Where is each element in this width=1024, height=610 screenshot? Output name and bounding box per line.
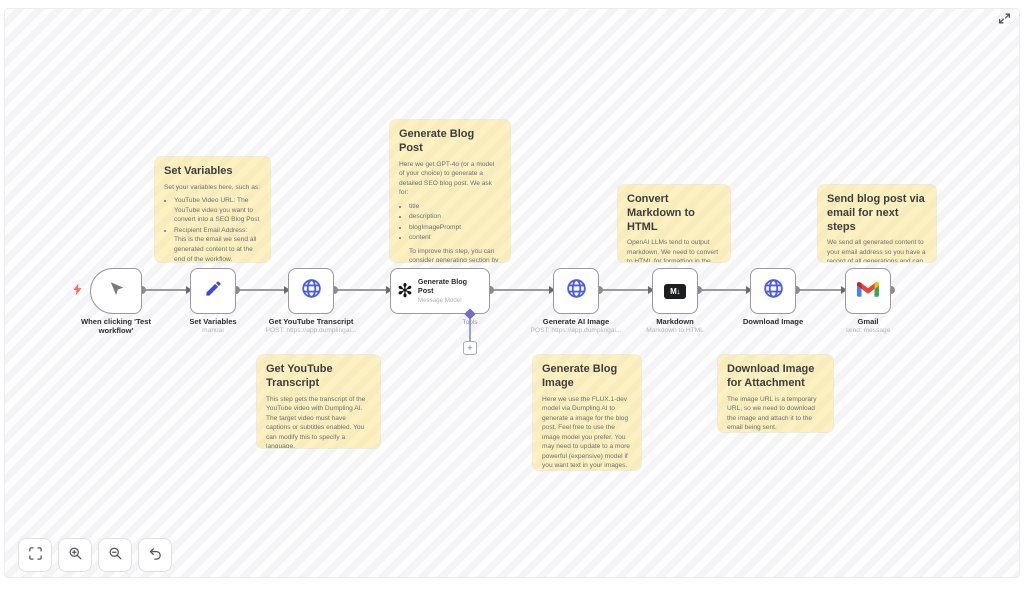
input-connector xyxy=(386,285,392,294)
output-connector[interactable] xyxy=(694,286,702,294)
note-bullet: Recipient Email Address: This is the ema… xyxy=(174,226,261,262)
sticky-note-set-variables[interactable]: Set Variables Set your variables here, s… xyxy=(155,157,270,262)
output-connector[interactable] xyxy=(330,286,338,294)
note-text: Set your variables here, such as: xyxy=(164,183,261,191)
note-text: To improve this step, you can consider g… xyxy=(409,247,499,262)
node-label-download-image: Download Image xyxy=(742,317,804,326)
note-text: OpenAI LLMs tend to output markdown. We … xyxy=(627,239,719,262)
sticky-note-send-email[interactable]: Send blog post via email for next steps … xyxy=(818,185,936,262)
node-generate-blog-post[interactable]: ✻ Generate Blog Post Message Model xyxy=(390,268,490,314)
note-bullet: blogImagePrompt xyxy=(409,223,501,233)
sticky-note-convert-markdown[interactable]: Convert Markdown to HTML OpenAI LLMs ten… xyxy=(618,185,730,262)
fit-view-icon xyxy=(28,546,43,564)
note-title: Download Image for Attachment xyxy=(727,363,815,389)
output-connector[interactable] xyxy=(792,286,800,294)
canvas-toolbar xyxy=(18,538,172,572)
note-text: The image URL is a temporary URL, so we … xyxy=(727,395,817,432)
markdown-icon: M↓ xyxy=(664,283,686,299)
input-connector xyxy=(841,285,847,294)
note-bullet: YouTube Video URL: The YouTube video you… xyxy=(174,196,261,225)
output-connector[interactable] xyxy=(887,286,895,294)
node-label-generate-ai-image: Generate AI Image POST: https://app.dump… xyxy=(530,317,622,335)
note-title: Send blog post via email for next steps xyxy=(827,193,925,233)
undo-icon xyxy=(148,546,163,564)
note-title: Get YouTube Transcript xyxy=(266,363,333,389)
output-connector[interactable] xyxy=(232,286,240,294)
cursor-icon xyxy=(107,280,125,303)
connection-line xyxy=(334,289,390,291)
node-label-manual-trigger: When clicking 'Test workflow' xyxy=(80,317,152,336)
connection-line xyxy=(599,289,652,291)
pencil-icon xyxy=(204,279,223,303)
input-connector xyxy=(648,285,654,294)
note-bullet-list: title description blogImagePrompt conten… xyxy=(399,202,501,243)
node-label-set-variables: Set Variables manual xyxy=(189,317,237,335)
node-download-image[interactable] xyxy=(750,268,796,314)
connection-line xyxy=(142,289,190,291)
node-generate-ai-image[interactable] xyxy=(553,268,599,314)
node-markdown[interactable]: M↓ xyxy=(652,268,698,314)
connection-line xyxy=(236,289,288,291)
undo-button[interactable] xyxy=(138,538,172,572)
gmail-icon xyxy=(857,280,879,302)
node-get-youtube-transcript[interactable] xyxy=(288,268,334,314)
globe-icon xyxy=(763,278,784,304)
input-connector xyxy=(549,285,555,294)
input-connector xyxy=(186,285,192,294)
zoom-out-icon xyxy=(108,546,123,564)
trigger-bolt-icon xyxy=(72,283,83,301)
note-text: Here we use the FLUX.1-dev model via Dum… xyxy=(542,395,630,470)
note-title: Generate Blog Image xyxy=(542,363,618,389)
connection-line xyxy=(490,289,553,291)
sticky-note-get-transcript[interactable]: Get YouTube Transcript This step gets th… xyxy=(257,355,380,448)
node-inner-title: Generate Blog Post xyxy=(417,277,468,295)
expand-canvas-button[interactable] xyxy=(992,8,1016,32)
connection-line xyxy=(796,289,845,291)
note-text: We send all generated content to your em… xyxy=(827,239,926,262)
output-connector[interactable] xyxy=(486,286,494,294)
note-title: Convert Markdown to HTML xyxy=(627,193,695,233)
output-connector[interactable] xyxy=(138,286,146,294)
note-title: Generate Blog Post xyxy=(399,128,475,154)
node-label-gmail: Gmail send: message xyxy=(845,317,891,335)
input-connector xyxy=(284,285,290,294)
openai-icon: ✻ xyxy=(397,280,413,302)
node-label-markdown: Markdown Markdown to HTML xyxy=(646,317,704,335)
zoom-in-button[interactable] xyxy=(58,538,92,572)
output-connector[interactable] xyxy=(595,286,603,294)
note-bullet: content xyxy=(409,233,501,243)
zoom-out-button[interactable] xyxy=(98,538,132,572)
sticky-note-generate-blog-post[interactable]: Generate Blog Post Here we get GPT-4o (o… xyxy=(390,120,510,262)
globe-icon xyxy=(566,278,587,304)
globe-icon xyxy=(301,278,322,304)
note-bullet-list: YouTube Video URL: The YouTube video you… xyxy=(164,196,261,262)
note-text: This step gets the transcript of the You… xyxy=(266,395,366,449)
tools-connector-line xyxy=(469,313,471,342)
tools-connector-label: Tools xyxy=(462,319,478,326)
node-label-get-youtube-transcript: Get YouTube Transcript POST: https://app… xyxy=(265,317,357,335)
note-text: Here we get GPT-4o (or a model of your c… xyxy=(399,160,495,197)
note-title: Set Variables xyxy=(164,165,233,177)
note-bullet: description xyxy=(409,212,501,222)
note-bullet: title xyxy=(409,202,501,212)
node-set-variables[interactable] xyxy=(190,268,236,314)
node-manual-trigger[interactable] xyxy=(90,268,142,314)
connection-line xyxy=(698,289,750,291)
fit-view-button[interactable] xyxy=(18,538,52,572)
zoom-in-icon xyxy=(68,546,83,564)
node-inner-subtitle: Message Model xyxy=(417,296,462,304)
node-gmail[interactable] xyxy=(845,268,891,314)
expand-diagonal-icon xyxy=(998,12,1011,28)
sticky-note-download-image[interactable]: Download Image for Attachment The image … xyxy=(718,355,833,432)
sticky-note-generate-blog-image[interactable]: Generate Blog Image Here we use the FLUX… xyxy=(533,355,641,470)
add-tool-button[interactable]: + xyxy=(463,341,477,355)
input-connector xyxy=(746,285,752,294)
